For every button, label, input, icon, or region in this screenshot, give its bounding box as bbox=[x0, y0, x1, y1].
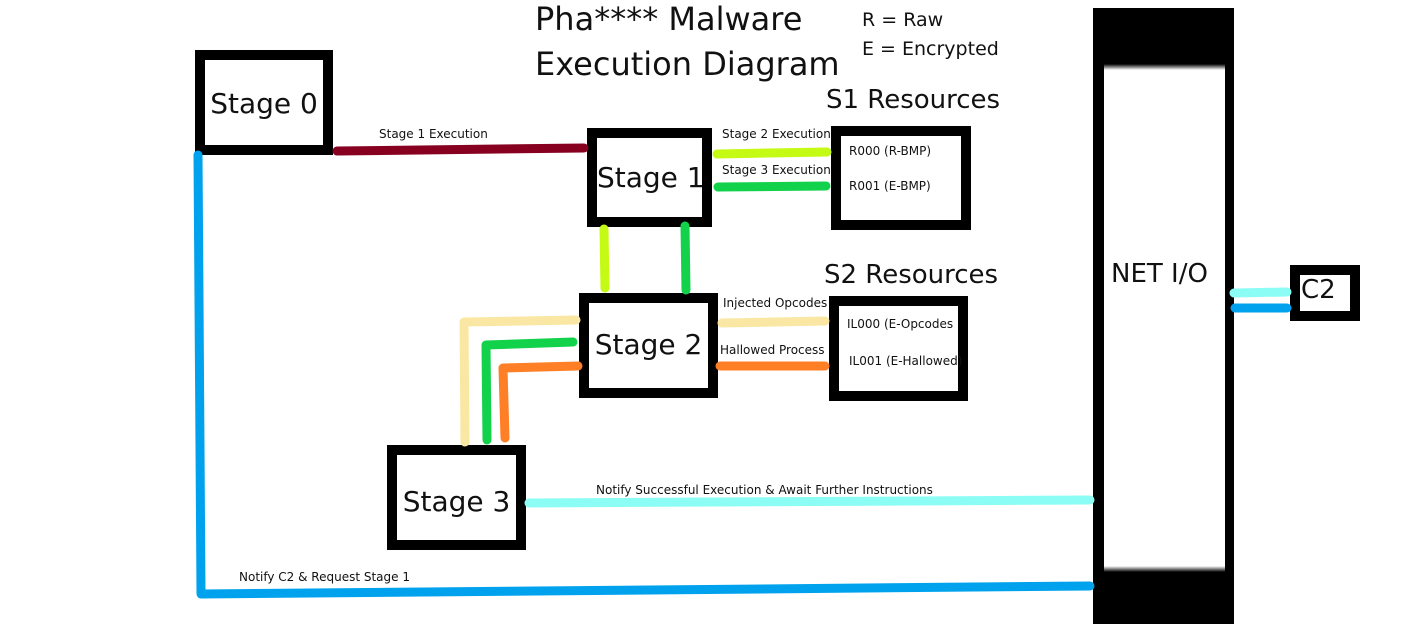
resource-item-il001: IL001 (E-Hallowed) bbox=[849, 354, 963, 368]
diagram-title-line1: Pha**** Malware bbox=[535, 0, 803, 38]
net-io-block bbox=[1093, 8, 1234, 624]
stage3-execution-line bbox=[713, 181, 831, 192]
injected-opcodes-line bbox=[717, 316, 830, 328]
stage2-box bbox=[579, 293, 718, 398]
s1-resources-box bbox=[831, 126, 971, 230]
resource-item-il000: IL000 (E-Opcodes bbox=[847, 317, 954, 331]
legend-encrypted: E = Encrypted bbox=[862, 38, 999, 60]
stage0-box bbox=[195, 50, 333, 155]
stage2-label: Stage 2 bbox=[594, 328, 703, 361]
stage2-execution-line bbox=[712, 147, 832, 159]
diagram-title-line2: Execution Diagram bbox=[535, 45, 840, 83]
stage2-stage3-hallowed-path bbox=[498, 361, 583, 443]
s1-resources-title: S1 Resources bbox=[826, 85, 1001, 115]
hallowed-process-label: Hallowed Process bbox=[720, 343, 825, 357]
stage1-stage2-link-b bbox=[680, 221, 691, 295]
legend-raw: R = Raw bbox=[862, 9, 944, 31]
injected-opcodes-label: Injected Opcodes bbox=[723, 296, 828, 310]
s2-resources-box bbox=[829, 296, 968, 401]
stage0-label: Stage 0 bbox=[210, 87, 318, 120]
stage3-box bbox=[387, 445, 526, 550]
c2-label: C2 bbox=[1301, 275, 1336, 305]
stage1-execution-line bbox=[332, 143, 589, 156]
notify-c2-path bbox=[193, 150, 1095, 599]
s2-resources-title: S2 Resources bbox=[824, 260, 999, 290]
stage2-stage3-opcodes-path bbox=[459, 315, 581, 447]
resource-item-r001: R001 (E-BMP) bbox=[849, 179, 931, 193]
notify-success-line bbox=[524, 495, 1095, 508]
stage1-execution-label: Stage 1 Execution bbox=[379, 127, 488, 141]
stage2-execution-label: Stage 2 Execution bbox=[722, 127, 831, 141]
stage2-stage3-execution-path bbox=[481, 337, 578, 445]
stage3-label: Stage 3 bbox=[402, 485, 511, 518]
stage1-box bbox=[587, 128, 712, 227]
stage1-label: Stage 1 bbox=[597, 161, 705, 194]
resource-item-r000: R000 (R-BMP) bbox=[849, 144, 931, 158]
c2-box bbox=[1290, 265, 1360, 321]
notify-success-label: Notify Successful Execution & Await Furt… bbox=[596, 483, 933, 497]
notify-c2-label: Notify C2 & Request Stage 1 bbox=[239, 570, 410, 584]
net-io-label: NET I/O bbox=[1111, 259, 1208, 289]
stage1-stage2-link-a bbox=[599, 224, 610, 293]
netio-c2-success-line bbox=[1229, 287, 1292, 298]
stage3-execution-label: Stage 3 Execution bbox=[722, 163, 831, 177]
